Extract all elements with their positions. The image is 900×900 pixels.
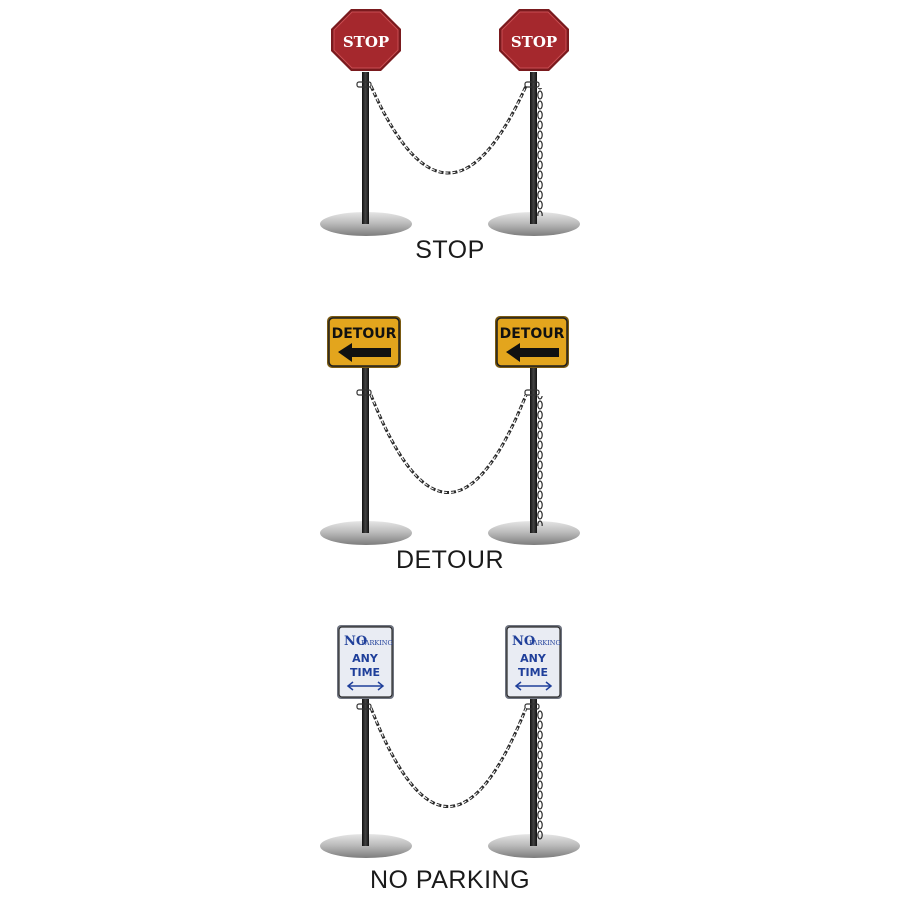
stop-sign-text: STOP	[343, 33, 389, 51]
right-stand	[488, 699, 580, 858]
parking-text: PARKING	[361, 639, 393, 647]
stop-sign-left: STOP	[331, 9, 401, 71]
detour-caption: DETOUR	[395, 546, 505, 574]
right-stand-pole	[530, 368, 537, 533]
no-parking-sign-left: NO PARKING ANY TIME	[337, 625, 394, 699]
double-arrow-icon	[346, 681, 385, 691]
stop-caption: STOP	[415, 236, 485, 264]
parking-text: PARKING	[529, 639, 561, 647]
detour-stand-group: DETOUR DETOUR	[320, 316, 580, 545]
stop-sign-text: STOP	[511, 33, 557, 51]
right-stand	[488, 72, 580, 236]
no-parking-caption: NO PARKING	[369, 866, 531, 894]
detour-sign-text: DETOUR	[332, 326, 397, 342]
hanging-chain	[537, 710, 545, 840]
any-text: ANY	[352, 652, 379, 665]
hanging-chain	[537, 396, 545, 526]
right-stand	[488, 368, 580, 545]
right-stand-pole	[530, 699, 537, 846]
left-stand	[320, 368, 412, 545]
left-stand	[320, 699, 412, 858]
time-text: TIME	[518, 666, 548, 679]
left-stand-pole	[362, 699, 369, 846]
chain	[369, 394, 528, 494]
left-stand-pole	[362, 368, 369, 533]
no-text: NO	[344, 634, 367, 649]
left-stand-pole	[362, 72, 369, 224]
arrow-left-icon	[338, 343, 391, 362]
no-parking-sign-right: NO PARKING ANY TIME	[505, 625, 562, 699]
no-text: NO	[512, 634, 535, 649]
double-arrow-icon	[514, 681, 553, 691]
right-stand-pole	[530, 72, 537, 224]
chain	[369, 85, 528, 175]
detour-sign-left: DETOUR	[327, 316, 401, 368]
time-text: TIME	[350, 666, 380, 679]
no-parking-stand-group: NO PARKING ANY TIME NO PARKING ANY TIME	[320, 625, 580, 858]
stop-stand-group: STOP STOP	[320, 9, 580, 236]
chain	[369, 707, 528, 808]
detour-sign-right: DETOUR	[495, 316, 569, 368]
any-text: ANY	[520, 652, 547, 665]
stop-sign-right: STOP	[499, 9, 569, 71]
arrow-left-icon	[506, 343, 559, 362]
hanging-chain	[537, 88, 545, 216]
detour-sign-text: DETOUR	[500, 326, 565, 342]
left-stand	[320, 72, 412, 236]
